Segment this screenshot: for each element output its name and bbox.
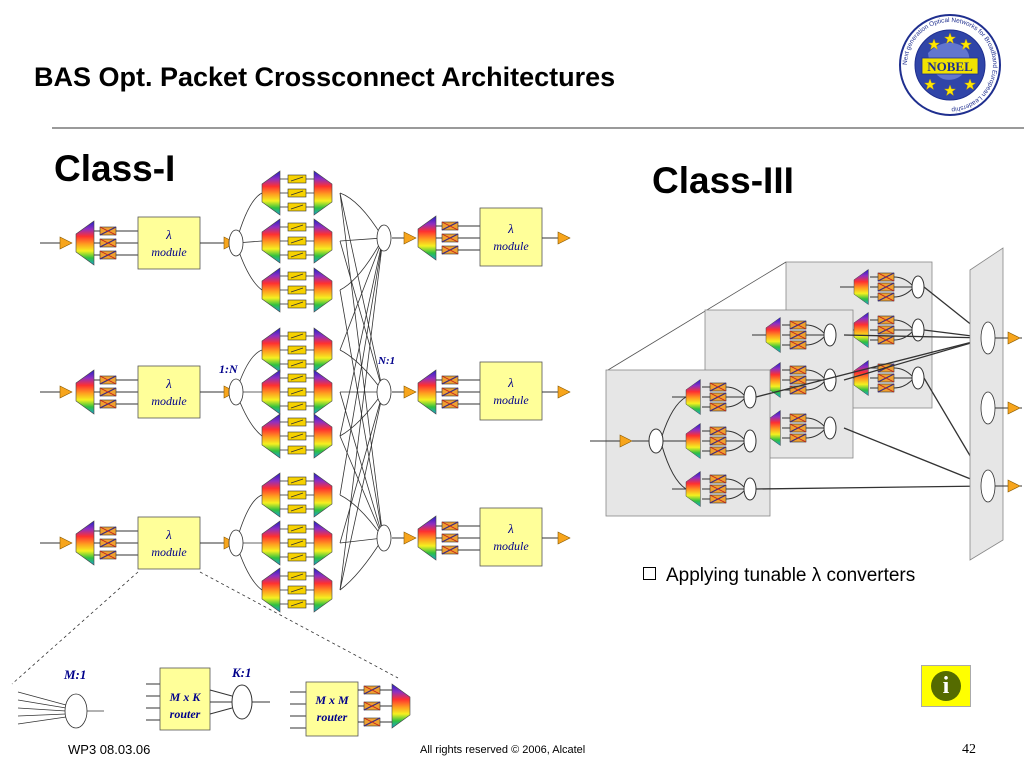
router-mxk-line2: router xyxy=(170,707,201,721)
module-lambda: λ xyxy=(165,376,172,391)
class3-output-couplers xyxy=(980,321,996,503)
router-mxk-line1: M x K xyxy=(169,690,202,704)
module-lambda: λ xyxy=(507,221,514,236)
router-mxm-line1: M x M xyxy=(314,693,349,707)
bullet-text: Applying tunable λ converters xyxy=(666,565,916,586)
module-label: module xyxy=(151,245,187,259)
detail-router-mxm xyxy=(290,681,411,737)
slide-title: BAS Opt. Packet Crossconnect Architectur… xyxy=(34,62,616,92)
wavelength-bank-group-2 xyxy=(262,328,332,458)
zoom-line-right xyxy=(199,571,399,679)
class1-heading: Class-I xyxy=(54,148,176,189)
detail-coupler-k1-label: K:1 xyxy=(231,665,252,680)
module-label: module xyxy=(493,539,529,553)
module-lambda: λ xyxy=(165,527,172,542)
class1-egress-row-2 xyxy=(392,362,570,420)
combiner-3 xyxy=(376,524,392,552)
splitter-1 xyxy=(228,229,244,257)
class1-egress-row-1 xyxy=(392,208,570,266)
combiner-ratio-label: N:1 xyxy=(377,355,395,367)
class3-output-arrows xyxy=(995,331,1022,493)
class1-fabric-lines xyxy=(235,192,384,591)
module-label: module xyxy=(151,545,187,559)
module-lambda: λ xyxy=(507,375,514,390)
nobel-logo: NOBEL Next generation Optical Networks f… xyxy=(899,14,1001,116)
module-lambda: λ xyxy=(507,521,514,536)
module-label: module xyxy=(151,394,187,408)
module-label: module xyxy=(493,393,529,407)
title-divider xyxy=(52,127,1024,129)
footer-left: WP3 08.03.06 xyxy=(68,742,151,757)
router-mxm-line2: router xyxy=(317,710,348,724)
logo-center-text: NOBEL xyxy=(927,59,973,74)
splitter-ratio-label: 1:N xyxy=(219,362,239,376)
bullet-point: Applying tunable λ converters xyxy=(643,565,915,587)
footer-copyright: All rights reserved © 2006, Alcatel xyxy=(420,744,586,756)
info-button[interactable]: i xyxy=(921,665,971,707)
class3-heading: Class-III xyxy=(652,160,794,201)
checkbox-bullet-icon xyxy=(643,567,656,580)
combiner-1 xyxy=(376,224,392,252)
detail-coupler-m1-label: M:1 xyxy=(63,667,86,682)
page-number: 42 xyxy=(962,742,976,757)
combiner-2 xyxy=(376,378,392,406)
module-labels: λ module λ module λ module λ module λ mo… xyxy=(151,221,529,559)
info-icon: i xyxy=(931,671,961,701)
detail-coupler-m1 xyxy=(17,691,104,729)
zoom-line-left xyxy=(11,571,139,685)
module-label: module xyxy=(493,239,529,253)
class1-ingress-row-2 xyxy=(40,366,236,418)
wavelength-bank-group-3 xyxy=(262,473,332,612)
class3-front-input xyxy=(590,396,687,490)
wavelength-bank-group-1 xyxy=(262,171,332,312)
detail-router-mxk xyxy=(146,667,270,731)
class1-egress-row-3 xyxy=(392,508,570,566)
splitter-2 xyxy=(228,378,244,406)
splitter-3 xyxy=(228,529,244,557)
class3-diagram xyxy=(590,247,1022,561)
class1-ingress-row-3 xyxy=(40,517,236,569)
module-lambda: λ xyxy=(165,227,172,242)
class1-ingress-row-1 xyxy=(40,217,236,269)
